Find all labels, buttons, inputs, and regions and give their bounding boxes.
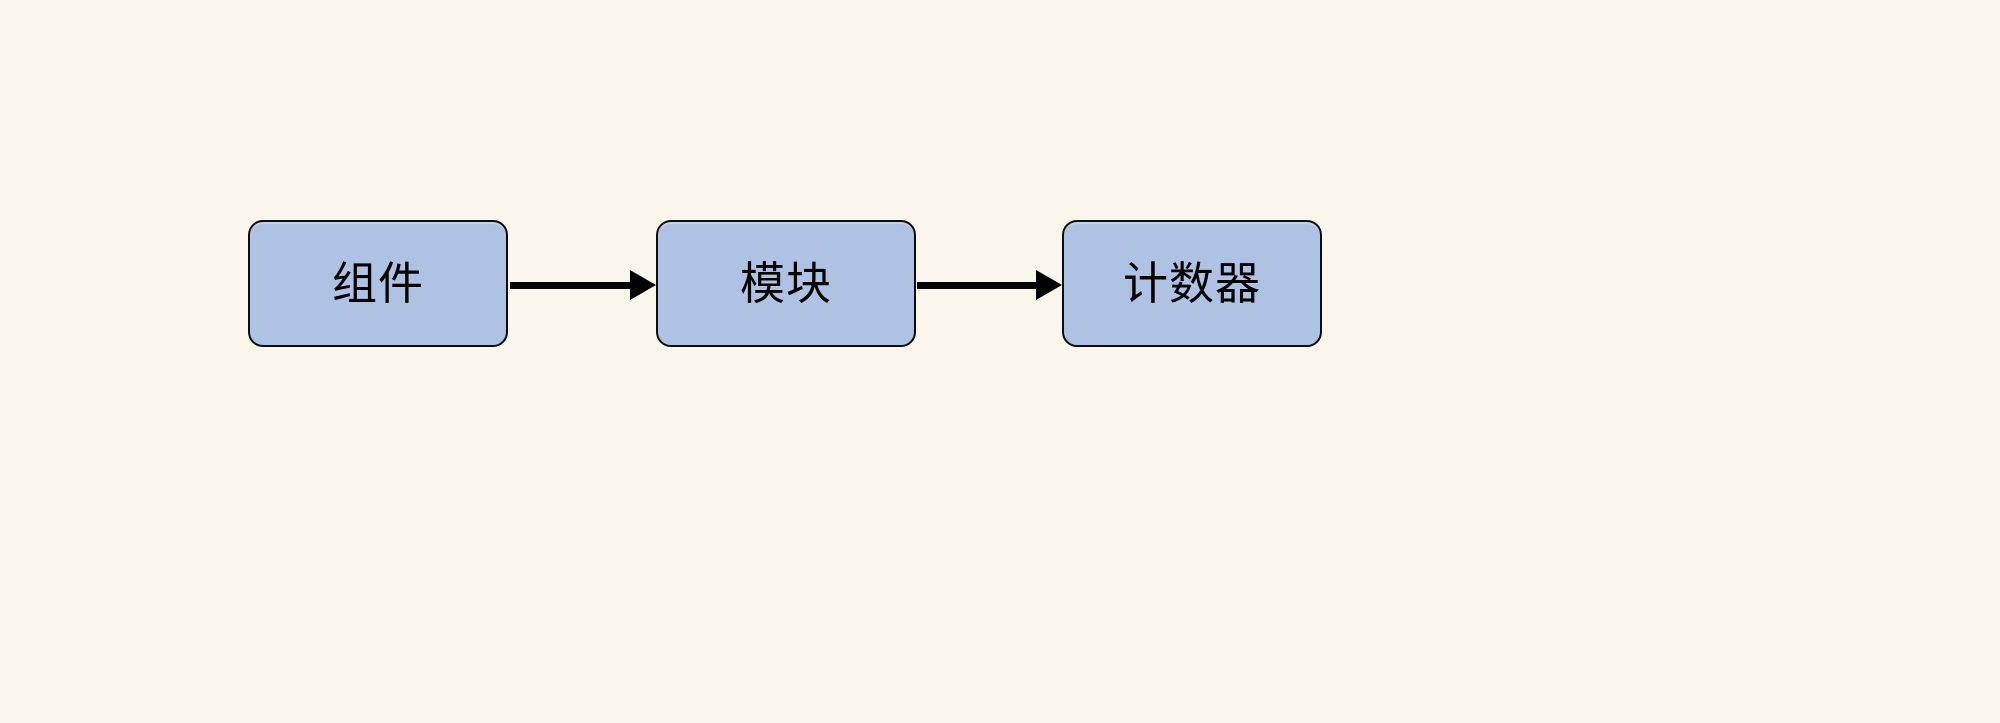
arrow-shaft: [917, 281, 1037, 289]
arrow-head-icon: [630, 270, 656, 300]
diagram-node-label: 计数器: [1122, 257, 1261, 310]
arrow-shaft: [510, 281, 631, 289]
diagram-edge-module-to-counter[interactable]: [917, 270, 1062, 300]
arrow-head-icon: [1036, 270, 1062, 300]
diagram-node-counter[interactable]: 计数器: [1062, 220, 1322, 347]
diagram-node-label: 模块: [739, 257, 832, 310]
diagram-node-component[interactable]: 组件: [248, 220, 508, 347]
diagram-edge-component-to-module[interactable]: [510, 270, 656, 300]
diagram-node-label: 组件: [331, 257, 424, 310]
diagram-node-module[interactable]: 模块: [656, 220, 916, 347]
